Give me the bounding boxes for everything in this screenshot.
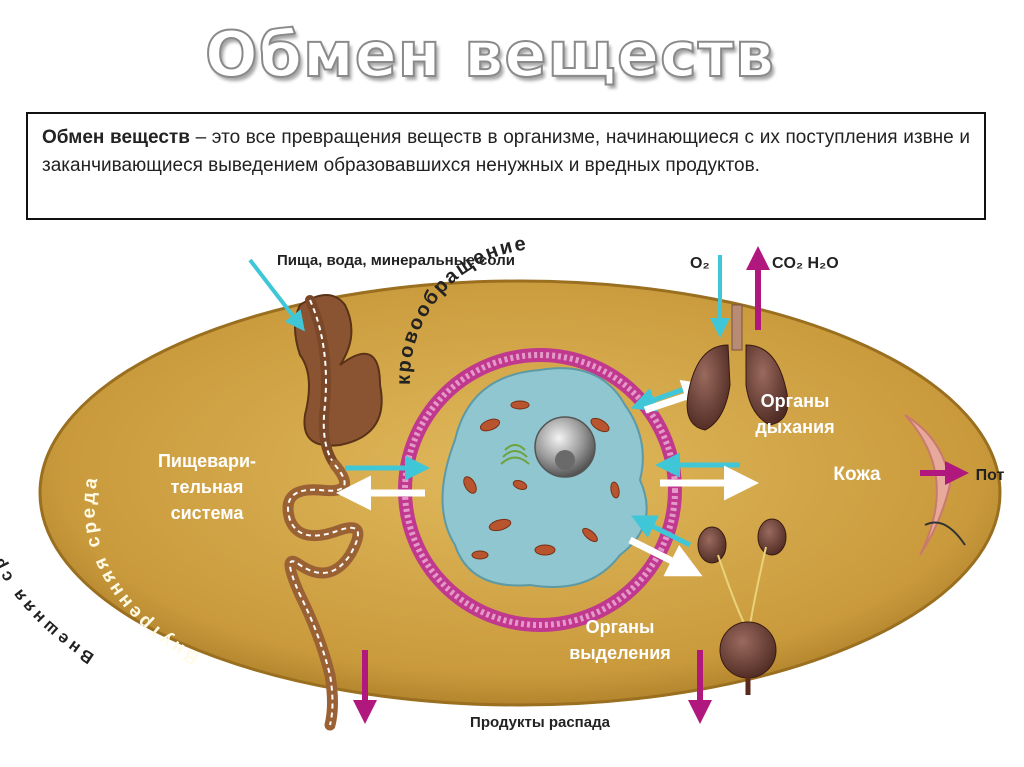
skin-label: Кожа (833, 464, 881, 485)
respiratory-label-1: Органы (761, 391, 830, 411)
sweat-label: Пот (976, 467, 1005, 484)
page-title: Обмен веществ (0, 18, 980, 91)
o2-label: O₂ (690, 255, 710, 272)
digestive-label-2: тельная (171, 477, 244, 497)
nucleolus (555, 450, 575, 470)
definition-box: Обмен веществ – это все превращения веще… (26, 112, 986, 220)
definition-term: Обмен веществ (42, 127, 190, 148)
right-kidney (758, 519, 786, 555)
left-kidney (698, 527, 726, 563)
co2-h2o-label: CO₂ H₂O (772, 255, 839, 272)
excretory-label-2: выделения (569, 643, 671, 663)
trachea (732, 305, 742, 350)
bladder (720, 622, 776, 678)
digestive-label-3: система (171, 503, 245, 523)
decay-label: Продукты распада (470, 714, 611, 731)
excretory-label-1: Органы (586, 617, 655, 637)
respiratory-label-2: дыхания (755, 417, 834, 437)
digestive-label-1: Пищевари- (158, 451, 256, 471)
metabolism-diagram: Внешняя среда Внутренняя среда кровообра… (0, 225, 1024, 767)
intake-label: Пища, вода, минеральные соли (277, 252, 515, 269)
